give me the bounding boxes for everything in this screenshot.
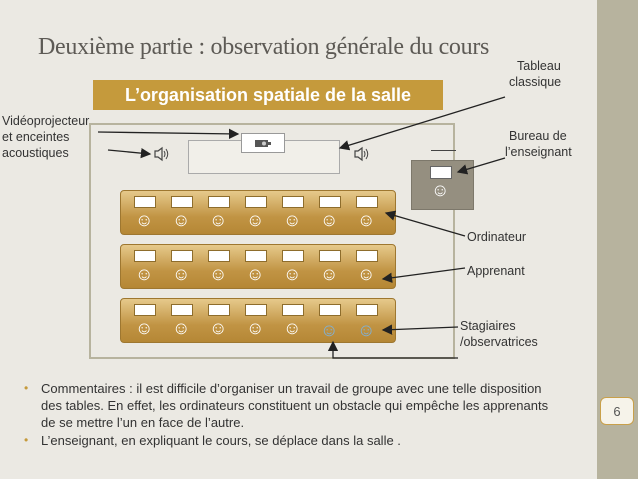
computer-icon (282, 304, 304, 316)
smiley-icon: ☺ (246, 264, 265, 284)
bullet-icon: • (24, 381, 29, 395)
observer-smiley-icon: ☺ (320, 320, 339, 340)
smiley-icon: ☺ (246, 318, 265, 338)
teacher-computer (430, 166, 452, 179)
computer-icon (356, 304, 378, 316)
speaker-icon (153, 146, 169, 167)
label-observers: Stagiaires /observatrices (460, 318, 538, 350)
computer-icon (356, 196, 378, 208)
smiley-icon: ☺ (283, 264, 302, 284)
smiley-icon: ☺ (135, 318, 154, 338)
smiley-icon: ☺ (135, 264, 154, 284)
computer-icon (134, 304, 156, 316)
computer-icon (245, 250, 267, 262)
label-board-line2: classique (509, 75, 562, 89)
computer-icon (134, 250, 156, 262)
label-desk: Bureau de l’enseignant (505, 128, 572, 160)
label-board: Tableau classique (503, 58, 561, 90)
observer-smiley-icon: ☺ (357, 320, 376, 340)
label-projector-line1: Vidéoprojecteur (2, 114, 90, 128)
computer-icon (319, 304, 341, 316)
smiley-icon: ☺ (320, 210, 339, 230)
smiley-icon: ☺ (135, 210, 154, 230)
label-observers-line1: Stagiaires (460, 319, 516, 333)
list-item: • L’enseignant, en expliquant le cours, … (24, 432, 564, 449)
smiley-icon: ☺ (209, 210, 228, 230)
computer-icon (282, 250, 304, 262)
label-learner: Apprenant (467, 264, 525, 278)
bullet-text: L’enseignant, en expliquant le cours, se… (41, 433, 401, 448)
computer-icon (319, 250, 341, 262)
page-number: 6 (600, 397, 634, 425)
smiley-icon: ☺ (172, 264, 191, 284)
smiley-icon: ☺ (246, 210, 265, 230)
speaker-icon (353, 146, 369, 167)
computer-icon (208, 196, 230, 208)
computer-icon (245, 196, 267, 208)
computer-icon (171, 304, 193, 316)
slide-title: Deuxième partie : observation générale d… (38, 34, 490, 60)
computer-icon (208, 304, 230, 316)
smiley-icon: ☺ (357, 264, 376, 284)
computer-icon (319, 196, 341, 208)
smiley-icon: ☺ (283, 210, 302, 230)
smiley-icon: ☺ (357, 210, 376, 230)
computer-icon (134, 196, 156, 208)
section-banner: L’organisation spatiale de la salle (93, 80, 443, 110)
label-observers-line2: /observatrices (460, 335, 538, 349)
projector-icon (241, 133, 285, 153)
classroom-outline (89, 123, 455, 359)
smiley-icon: ☺ (209, 318, 228, 338)
computer-icon (208, 250, 230, 262)
smiley-icon: ☺ (172, 318, 191, 338)
classic-board (431, 150, 456, 151)
computer-icon (245, 304, 267, 316)
label-desk-line1: Bureau de (509, 129, 567, 143)
list-item: • Commentaires : il est difficile d’orga… (24, 380, 564, 431)
smiley-icon: ☺ (172, 210, 191, 230)
label-projector-line3: acoustiques (2, 146, 69, 160)
computer-icon (171, 250, 193, 262)
label-projector: Vidéoprojecteur et enceintes acoustiques (2, 113, 89, 161)
comments-list: • Commentaires : il est difficile d’orga… (24, 380, 564, 450)
computer-icon (282, 196, 304, 208)
smiley-icon: ☺ (209, 264, 228, 284)
label-computer: Ordinateur (467, 230, 527, 244)
computer-icon (171, 196, 193, 208)
bullet-text: Commentaires : il est difficile d’organi… (41, 381, 549, 430)
computer-icon (356, 250, 378, 262)
label-projector-line2: et enceintes (2, 130, 70, 144)
smiley-icon: ☺ (431, 180, 450, 200)
smiley-icon: ☺ (320, 264, 339, 284)
label-desk-line2: l’enseignant (505, 145, 572, 159)
smiley-icon: ☺ (283, 318, 302, 338)
label-board-line1: Tableau (517, 59, 561, 73)
bullet-icon: • (24, 433, 29, 447)
